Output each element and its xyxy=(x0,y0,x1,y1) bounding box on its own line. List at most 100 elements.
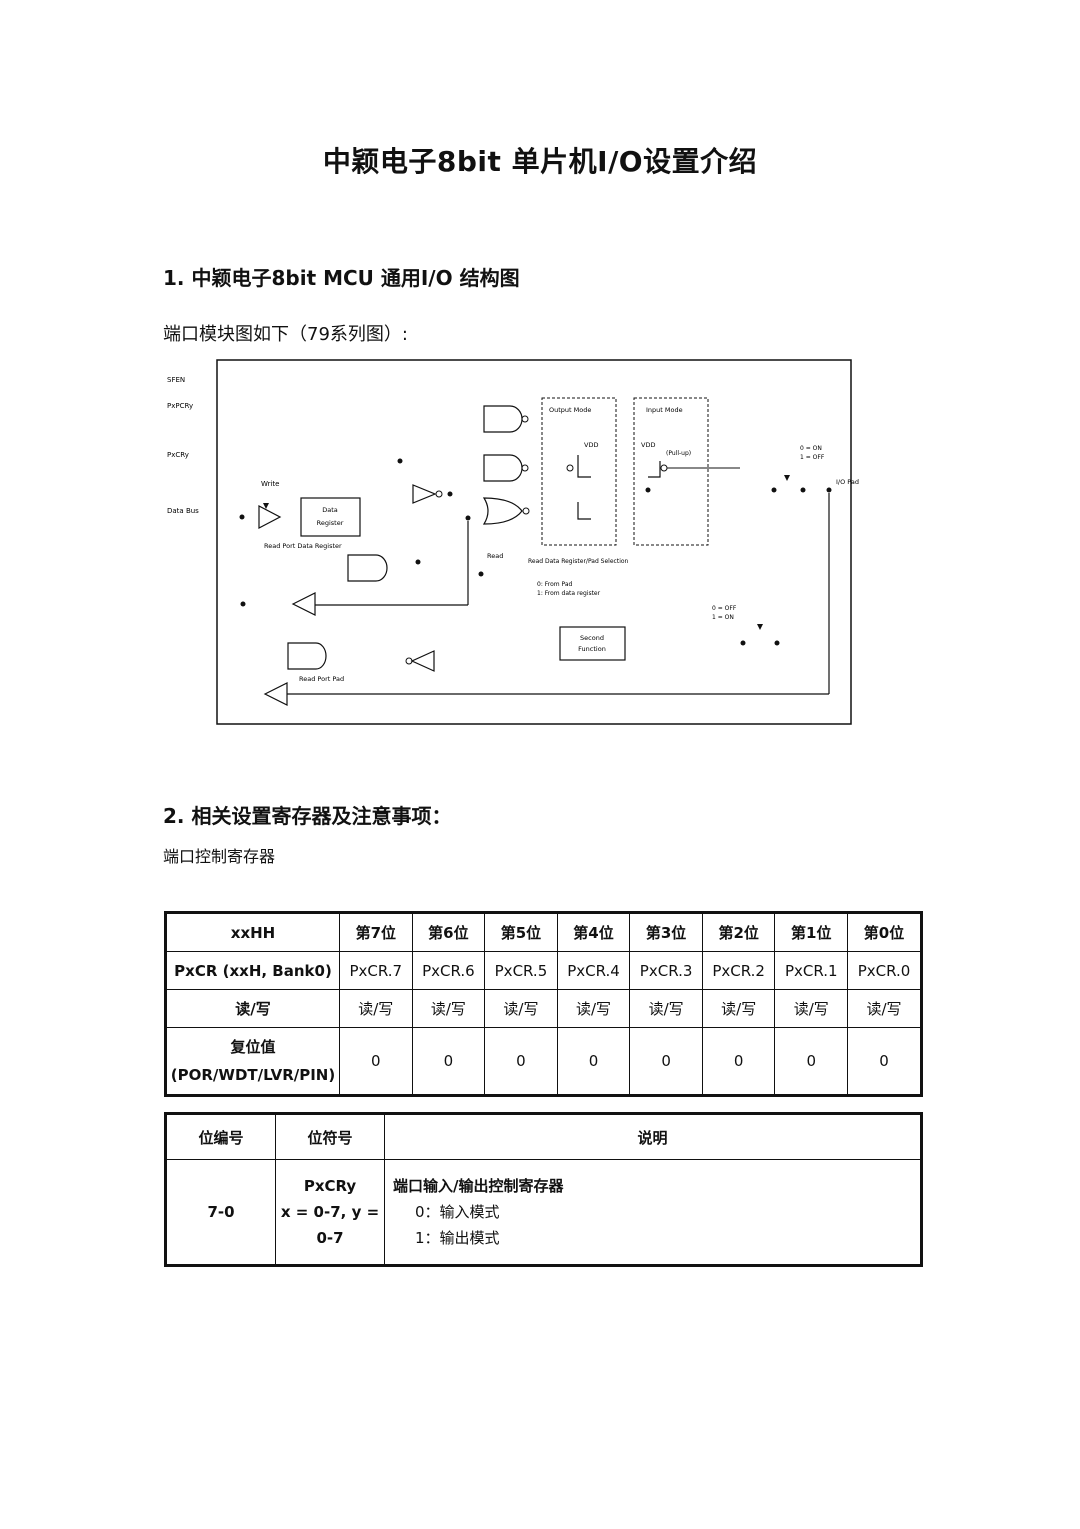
row-label: PxCR (xxH, Bank0) xyxy=(165,951,340,990)
label-read: Read xyxy=(487,552,503,560)
switch-1-arrow xyxy=(784,475,790,481)
read-buffer-2 xyxy=(263,682,288,706)
table-cell: PxCR.2 xyxy=(701,951,776,990)
label-write: Write xyxy=(261,480,279,488)
node-dot xyxy=(239,514,245,520)
page-title: 中颖电子8bit 单片机I/O设置介绍 xyxy=(322,145,758,178)
table-cell: PxCR.0 xyxy=(847,951,922,990)
label-input-mode: Input Mode xyxy=(646,406,683,414)
table-cell: 0 xyxy=(339,1027,413,1096)
table-cell: PxCR.5 xyxy=(484,951,558,990)
section-2-heading: 2. 相关设置寄存器及注意事项： xyxy=(163,804,452,828)
table-cell: 读/写 xyxy=(847,989,922,1028)
header-cell: 第5位 xyxy=(484,912,558,952)
table-header-row: 位编号 位符号 说明 xyxy=(165,1113,922,1160)
section-1-heading: 1. 中颖电子8bit MCU 通用I/O 结构图 xyxy=(163,266,520,290)
second-function-box xyxy=(559,626,626,661)
symbol-line: PxCRy xyxy=(303,1177,357,1195)
header-cell: 第3位 xyxy=(629,912,703,952)
bit-number-cell: 7-0 xyxy=(165,1159,276,1266)
nmos-symbol xyxy=(577,502,591,520)
pmos-symbol xyxy=(577,455,591,478)
label-pxcry: PxCRy xyxy=(167,451,189,459)
table-cell: PxCR.4 xyxy=(556,951,631,990)
section-2-caption: 端口控制寄存器 xyxy=(163,847,276,866)
section-1-caption: 端口模块图如下（79系列图）: xyxy=(163,324,408,345)
row-label: 读/写 xyxy=(165,989,340,1028)
table-cell: 读/写 xyxy=(556,989,631,1028)
header-cell: 第4位 xyxy=(556,912,631,952)
header-cell: 位编号 xyxy=(165,1113,276,1160)
label-sfen: SFEN xyxy=(167,376,185,384)
output-mode-box xyxy=(541,397,617,546)
read-buffer-1 xyxy=(291,592,316,616)
bubble-1 xyxy=(521,415,529,423)
write-buffer xyxy=(258,505,282,529)
bit-description-cell: 端口输入/输出控制寄存器 0：输入模式 1：输出模式 xyxy=(384,1159,922,1266)
bubble-3 xyxy=(522,507,530,515)
label-on-off-1b: 1 = OFF xyxy=(800,454,825,461)
mux-gate-2 xyxy=(287,642,327,670)
table-cell: PxCR.1 xyxy=(774,951,849,990)
label-second-fn-1: Second xyxy=(580,634,604,642)
or-gate xyxy=(482,497,523,525)
table-cell: 读/写 xyxy=(629,989,703,1028)
label-data-bus: Data Bus xyxy=(167,507,199,515)
table-cell: 读/写 xyxy=(411,989,486,1028)
table-row: 7-0 PxCRy x = 0-7, y = 0-7 端口输入/输出控制寄存器 … xyxy=(165,1159,922,1266)
label-read-sel: Read Data Register/Pad Selection xyxy=(528,558,629,565)
symbol-line: x = 0-7, y = xyxy=(280,1203,380,1221)
bit-description-table: 位编号 位符号 说明 7-0 PxCRy x = 0-7, y = 0-7 端口… xyxy=(164,1112,923,1267)
label-pull-up: (Pull-up) xyxy=(666,450,691,457)
label-vdd-2: VDD xyxy=(641,441,655,449)
table-cell: 0 xyxy=(484,1027,558,1096)
header-cell: 第1位 xyxy=(774,912,849,952)
label-on-off-2a: 0 = OFF xyxy=(712,605,737,612)
io-port-block-diagram: SFEN PxPCRy PxCRy Data Bus Write Data Re… xyxy=(167,359,859,725)
table-cell: 读/写 xyxy=(774,989,849,1028)
and-gate-1 xyxy=(483,405,523,433)
label-on-off-2b: 1 = ON xyxy=(712,614,734,621)
data-register-box xyxy=(300,497,361,537)
table-cell: 0 xyxy=(629,1027,703,1096)
header-cell: 第7位 xyxy=(339,912,413,952)
switch-2-arrow xyxy=(757,624,763,630)
reset-label-1: 复位值 xyxy=(230,1038,276,1056)
header-cell: 位符号 xyxy=(275,1113,385,1160)
desc-item: 0：输入模式 xyxy=(415,1203,500,1221)
table-cell: PxCR.7 xyxy=(339,951,413,990)
inverter-1 xyxy=(412,484,437,504)
desc-item: 1：输出模式 xyxy=(415,1229,500,1247)
label-on-off-1a: 0 = ON xyxy=(800,445,822,452)
table-row: 复位值 (POR/WDT/LVR/PIN) 0 0 0 0 0 0 0 0 xyxy=(165,1027,922,1096)
label-from-pad: 0: From Pad xyxy=(537,581,573,588)
table-row: 读/写 读/写 读/写 读/写 读/写 读/写 读/写 读/写 读/写 xyxy=(165,989,922,1028)
pullup-symbol xyxy=(648,461,661,478)
table-cell: PxCR.6 xyxy=(411,951,486,990)
label-pxpcry: PxPCRy xyxy=(167,402,193,410)
port-control-register-table: xxHH 第7位 第6位 第5位 第4位 第3位 第2位 第1位 第0位 PxC… xyxy=(164,911,923,1097)
data-register-label-2: Register xyxy=(317,519,344,527)
header-cell: 第2位 xyxy=(701,912,776,952)
symbol-line: 0-7 xyxy=(316,1229,344,1247)
desc-title: 端口输入/输出控制寄存器 xyxy=(393,1177,564,1195)
table-row: PxCR (xxH, Bank0) PxCR.7 PxCR.6 PxCR.5 P… xyxy=(165,951,922,990)
table-cell: 0 xyxy=(556,1027,631,1096)
reset-label-2: (POR/WDT/LVR/PIN) xyxy=(170,1066,336,1084)
table-cell: 0 xyxy=(774,1027,849,1096)
label-read-port-pad: Read Port Pad xyxy=(299,675,344,683)
label-from-reg: 1: From data register xyxy=(537,590,601,597)
data-register-label-1: Data xyxy=(322,506,338,514)
diagram-frame xyxy=(216,359,852,725)
header-cell: 第6位 xyxy=(411,912,486,952)
label-vdd-1: VDD xyxy=(584,441,598,449)
label-read-port-data-register: Read Port Data Register xyxy=(264,542,342,550)
label-output-mode: Output Mode xyxy=(549,406,591,414)
input-mode-box xyxy=(633,397,709,546)
bit-symbol-cell: PxCRy x = 0-7, y = 0-7 xyxy=(275,1159,385,1266)
input-buffer xyxy=(410,650,435,672)
bubble-2 xyxy=(521,464,529,472)
row-label: 复位值 (POR/WDT/LVR/PIN) xyxy=(165,1027,340,1096)
table-cell: 读/写 xyxy=(701,989,776,1028)
label-io-pad: I/O Pad xyxy=(836,478,859,486)
